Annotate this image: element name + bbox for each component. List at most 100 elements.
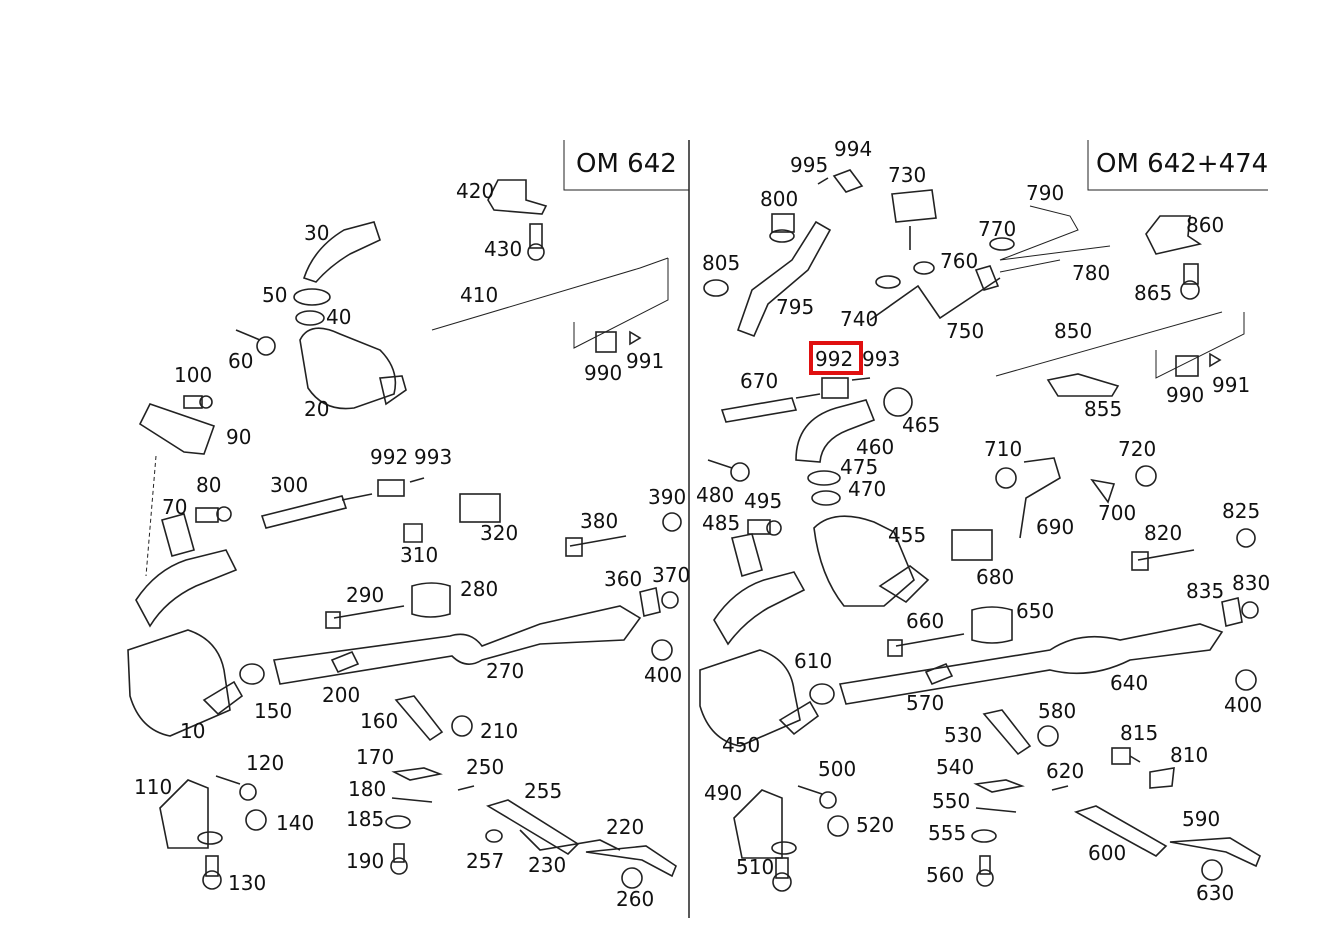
right-part-number-490[interactable]: 490: [704, 781, 742, 805]
right-part-number-510[interactable]: 510: [736, 855, 774, 879]
left-part-number-10[interactable]: 10: [180, 719, 205, 743]
left-part-number-160[interactable]: 160: [360, 709, 398, 733]
left-part-number-400[interactable]: 400: [644, 663, 682, 687]
right-part-number-710[interactable]: 710: [984, 437, 1022, 461]
right-part-number-820[interactable]: 820: [1144, 521, 1182, 545]
left-part-number-120[interactable]: 120: [246, 751, 284, 775]
left-part-number-260[interactable]: 260: [616, 887, 654, 911]
right-part-number-790[interactable]: 790: [1026, 181, 1064, 205]
right-part-number-850[interactable]: 850: [1054, 319, 1092, 343]
right-part-number-805[interactable]: 805: [702, 251, 740, 275]
right-part-number-540[interactable]: 540: [936, 755, 974, 779]
left-part-number-255[interactable]: 255: [524, 779, 562, 803]
left-part-number-170[interactable]: 170: [356, 745, 394, 769]
right-part-number-860[interactable]: 860: [1186, 213, 1224, 237]
right-part-number-993[interactable]: 993: [862, 347, 900, 371]
right-part-number-994[interactable]: 994: [834, 137, 872, 161]
left-part-number-360[interactable]: 360: [604, 567, 642, 591]
right-part-number-530[interactable]: 530: [944, 723, 982, 747]
right-part-number-460[interactable]: 460: [856, 435, 894, 459]
left-part-number-185[interactable]: 185: [346, 807, 384, 831]
right-part-number-450[interactable]: 450: [722, 733, 760, 757]
right-part-number-500[interactable]: 500: [818, 757, 856, 781]
left-part-number-30[interactable]: 30: [304, 221, 329, 245]
left-part-number-310[interactable]: 310: [400, 543, 438, 567]
left-part-number-150[interactable]: 150: [254, 699, 292, 723]
left-part-number-70[interactable]: 70: [162, 495, 187, 519]
left-part-number-100[interactable]: 100: [174, 363, 212, 387]
highlight-box[interactable]: [809, 341, 863, 375]
left-part-number-370[interactable]: 370: [652, 563, 690, 587]
left-part-number-992[interactable]: 992: [370, 445, 408, 469]
left-part-number-230[interactable]: 230: [528, 853, 566, 877]
right-part-number-815[interactable]: 815: [1120, 721, 1158, 745]
right-part-number-620[interactable]: 620: [1046, 759, 1084, 783]
right-part-number-810[interactable]: 810: [1170, 743, 1208, 767]
left-part-number-300[interactable]: 300: [270, 473, 308, 497]
left-part-number-991[interactable]: 991: [626, 349, 664, 373]
right-part-number-600[interactable]: 600: [1088, 841, 1126, 865]
left-part-number-257[interactable]: 257: [466, 849, 504, 873]
right-part-number-690[interactable]: 690: [1036, 515, 1074, 539]
right-part-number-495[interactable]: 495: [744, 489, 782, 513]
left-part-number-130[interactable]: 130: [228, 871, 266, 895]
right-part-number-480[interactable]: 480: [696, 483, 734, 507]
right-part-number-760[interactable]: 760: [940, 249, 978, 273]
left-part-number-280[interactable]: 280: [460, 577, 498, 601]
left-part-number-50[interactable]: 50: [262, 283, 287, 307]
left-part-number-290[interactable]: 290: [346, 583, 384, 607]
right-part-number-660[interactable]: 660: [906, 609, 944, 633]
right-part-number-750[interactable]: 750: [946, 319, 984, 343]
right-part-number-610[interactable]: 610: [794, 649, 832, 673]
highlighted-part-number[interactable]: 992: [815, 347, 853, 371]
right-part-number-730[interactable]: 730: [888, 163, 926, 187]
left-part-number-60[interactable]: 60: [228, 349, 253, 373]
right-part-number-825[interactable]: 825: [1222, 499, 1260, 523]
right-part-number-650[interactable]: 650: [1016, 599, 1054, 623]
right-part-number-800[interactable]: 800: [760, 187, 798, 211]
left-part-number-40[interactable]: 40: [326, 305, 351, 329]
right-part-number-995[interactable]: 995: [790, 153, 828, 177]
left-part-number-250[interactable]: 250: [466, 755, 504, 779]
right-part-number-855[interactable]: 855: [1084, 397, 1122, 421]
right-part-number-465[interactable]: 465: [902, 413, 940, 437]
right-part-number-520[interactable]: 520: [856, 813, 894, 837]
right-part-number-455[interactable]: 455: [888, 523, 926, 547]
left-part-number-990[interactable]: 990: [584, 361, 622, 385]
right-part-number-570[interactable]: 570: [906, 691, 944, 715]
left-part-number-220[interactable]: 220: [606, 815, 644, 839]
left-part-number-420[interactable]: 420: [456, 179, 494, 203]
right-part-number-630[interactable]: 630: [1196, 881, 1234, 905]
right-part-number-475[interactable]: 475: [840, 455, 878, 479]
right-part-number-485[interactable]: 485: [702, 511, 740, 535]
left-part-number-20[interactable]: 20: [304, 397, 329, 421]
left-part-number-270[interactable]: 270: [486, 659, 524, 683]
right-part-number-680[interactable]: 680: [976, 565, 1014, 589]
left-part-number-110[interactable]: 110: [134, 775, 172, 799]
left-part-number-90[interactable]: 90: [226, 425, 251, 449]
right-part-number-720[interactable]: 720: [1118, 437, 1156, 461]
right-part-number-470[interactable]: 470: [848, 477, 886, 501]
right-part-number-555[interactable]: 555: [928, 821, 966, 845]
right-part-number-580[interactable]: 580: [1038, 699, 1076, 723]
right-part-number-991[interactable]: 991: [1212, 373, 1250, 397]
left-part-number-430[interactable]: 430: [484, 237, 522, 261]
right-part-number-590[interactable]: 590: [1182, 807, 1220, 831]
left-part-number-200[interactable]: 200: [322, 683, 360, 707]
right-part-number-795[interactable]: 795: [776, 295, 814, 319]
right-part-number-400[interactable]: 400: [1224, 693, 1262, 717]
right-part-number-740[interactable]: 740: [840, 307, 878, 331]
right-part-number-770[interactable]: 770: [978, 217, 1016, 241]
right-part-number-865[interactable]: 865: [1134, 281, 1172, 305]
right-part-number-830[interactable]: 830: [1232, 571, 1270, 595]
left-part-number-993[interactable]: 993: [414, 445, 452, 469]
right-part-number-700[interactable]: 700: [1098, 501, 1136, 525]
left-part-number-210[interactable]: 210: [480, 719, 518, 743]
right-part-number-835[interactable]: 835: [1186, 579, 1224, 603]
right-part-number-640[interactable]: 640: [1110, 671, 1148, 695]
left-part-number-390[interactable]: 390: [648, 485, 686, 509]
left-part-number-190[interactable]: 190: [346, 849, 384, 873]
right-part-number-670[interactable]: 670: [740, 369, 778, 393]
left-part-number-140[interactable]: 140: [276, 811, 314, 835]
right-part-number-780[interactable]: 780: [1072, 261, 1110, 285]
